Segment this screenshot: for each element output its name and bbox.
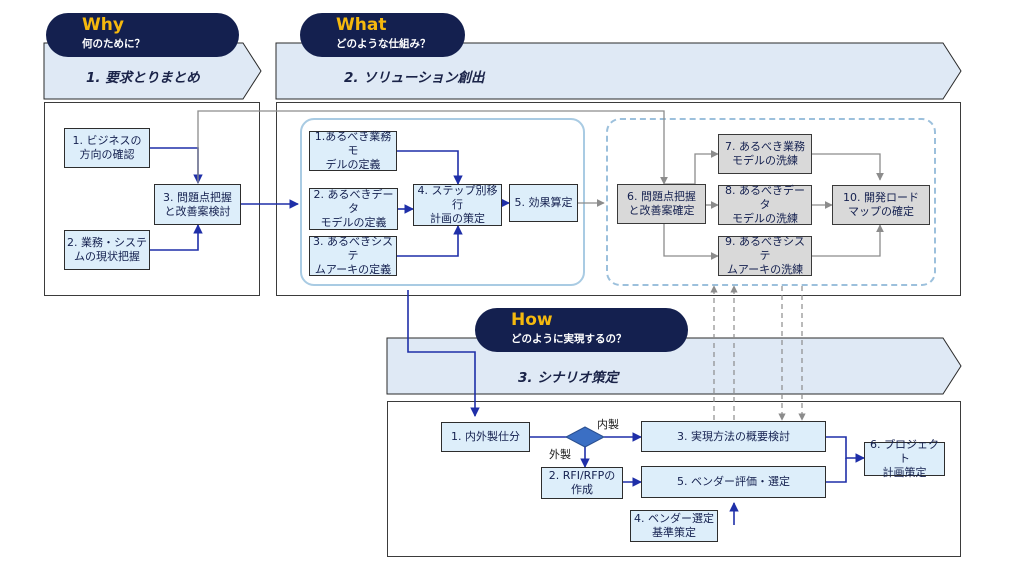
what-step-7-box[interactable]: 7. あるべき業務 モデルの洗練 (718, 134, 812, 174)
why-banner-label: 1. 要求とりまとめ (86, 70, 200, 86)
why-step-2-box[interactable]: 2. 業務・システ ムの現状把握 (64, 230, 150, 270)
how-pill: How どのように実現するの？ (475, 308, 688, 352)
what-dashed-group (606, 118, 936, 286)
why-step-3-box[interactable]: 3. 問題点把握 と改善案検討 (154, 184, 241, 225)
what-step-6-box[interactable]: 6. 問題点把握 と改善案確定 (617, 184, 706, 224)
label-in-house: 内製 (597, 418, 619, 431)
how-title: How (511, 310, 553, 330)
decision-diamond (564, 426, 606, 448)
how-step-3-box[interactable]: 3. 実現方法の概要検討 (641, 421, 826, 452)
what-step-1-box[interactable]: 1.あるべき業務モ デルの定義 (309, 130, 397, 171)
why-subtitle: 何のために？ (82, 38, 145, 50)
what-step-3-box[interactable]: 3. あるべきシステ ムアーキの定義 (309, 235, 397, 276)
what-pill: What どのような仕組み？ (300, 13, 465, 57)
what-step-5-box[interactable]: 5. 効果算定 (509, 184, 578, 222)
what-step-2-box[interactable]: 2. あるべきデータ モデルの定義 (309, 188, 398, 230)
what-solid-group (300, 118, 585, 286)
why-title: Why (82, 15, 124, 35)
what-title: What (336, 15, 387, 35)
how-step-2-box[interactable]: 2. RFI/RFPの 作成 (541, 467, 623, 499)
label-outsourced: 外製 (549, 448, 571, 461)
what-subtitle: どのような仕組み？ (336, 38, 431, 50)
how-step-6-box[interactable]: 6. プロジェクト 計画策定 (864, 438, 945, 479)
why-step-1-box[interactable]: 1. ビジネスの 方向の確認 (64, 128, 150, 168)
what-step-4-box[interactable]: 4. ステップ別移行 計画の策定 (413, 184, 502, 226)
how-step-1-box[interactable]: 1. 内外製仕分 (441, 422, 530, 452)
what-banner-label: 2. ソリューション創出 (344, 70, 485, 86)
how-banner-label: 3. シナリオ策定 (518, 370, 619, 386)
what-step-10-box[interactable]: 10. 開発ロード マップの確定 (832, 185, 930, 225)
how-step-5-box[interactable]: 5. ベンダー評価・選定 (641, 466, 826, 498)
what-step-8-box[interactable]: 8. あるべきデータ モデルの洗練 (718, 184, 812, 225)
how-subtitle: どのように実現するの？ (511, 333, 627, 345)
what-step-9-box[interactable]: 9. あるべきシステ ムアーキの洗練 (718, 235, 812, 276)
how-step-4-box[interactable]: 4. ベンダー選定 基準策定 (630, 510, 718, 542)
why-pill: Why 何のために？ (46, 13, 239, 57)
